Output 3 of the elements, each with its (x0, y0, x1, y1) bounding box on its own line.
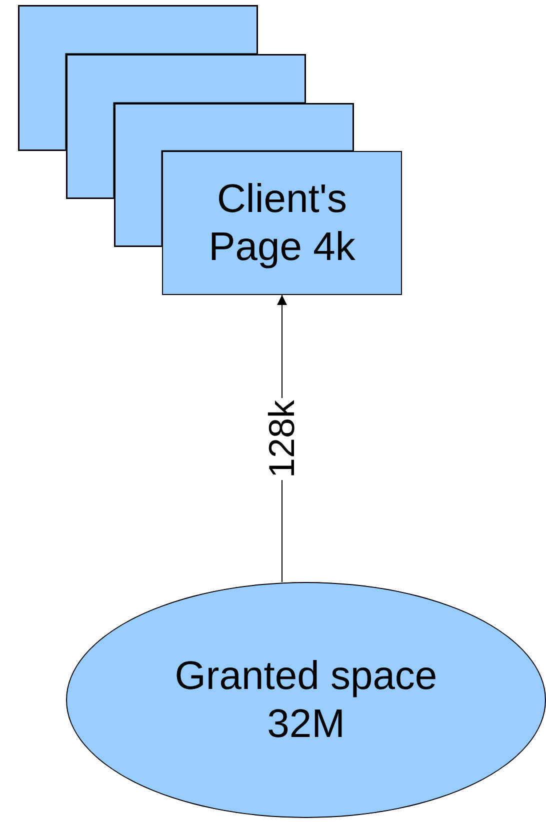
page-box (162, 151, 402, 295)
node-label: Granted space 32M (174, 653, 438, 748)
node-label: Client's Page 4k (208, 176, 356, 271)
